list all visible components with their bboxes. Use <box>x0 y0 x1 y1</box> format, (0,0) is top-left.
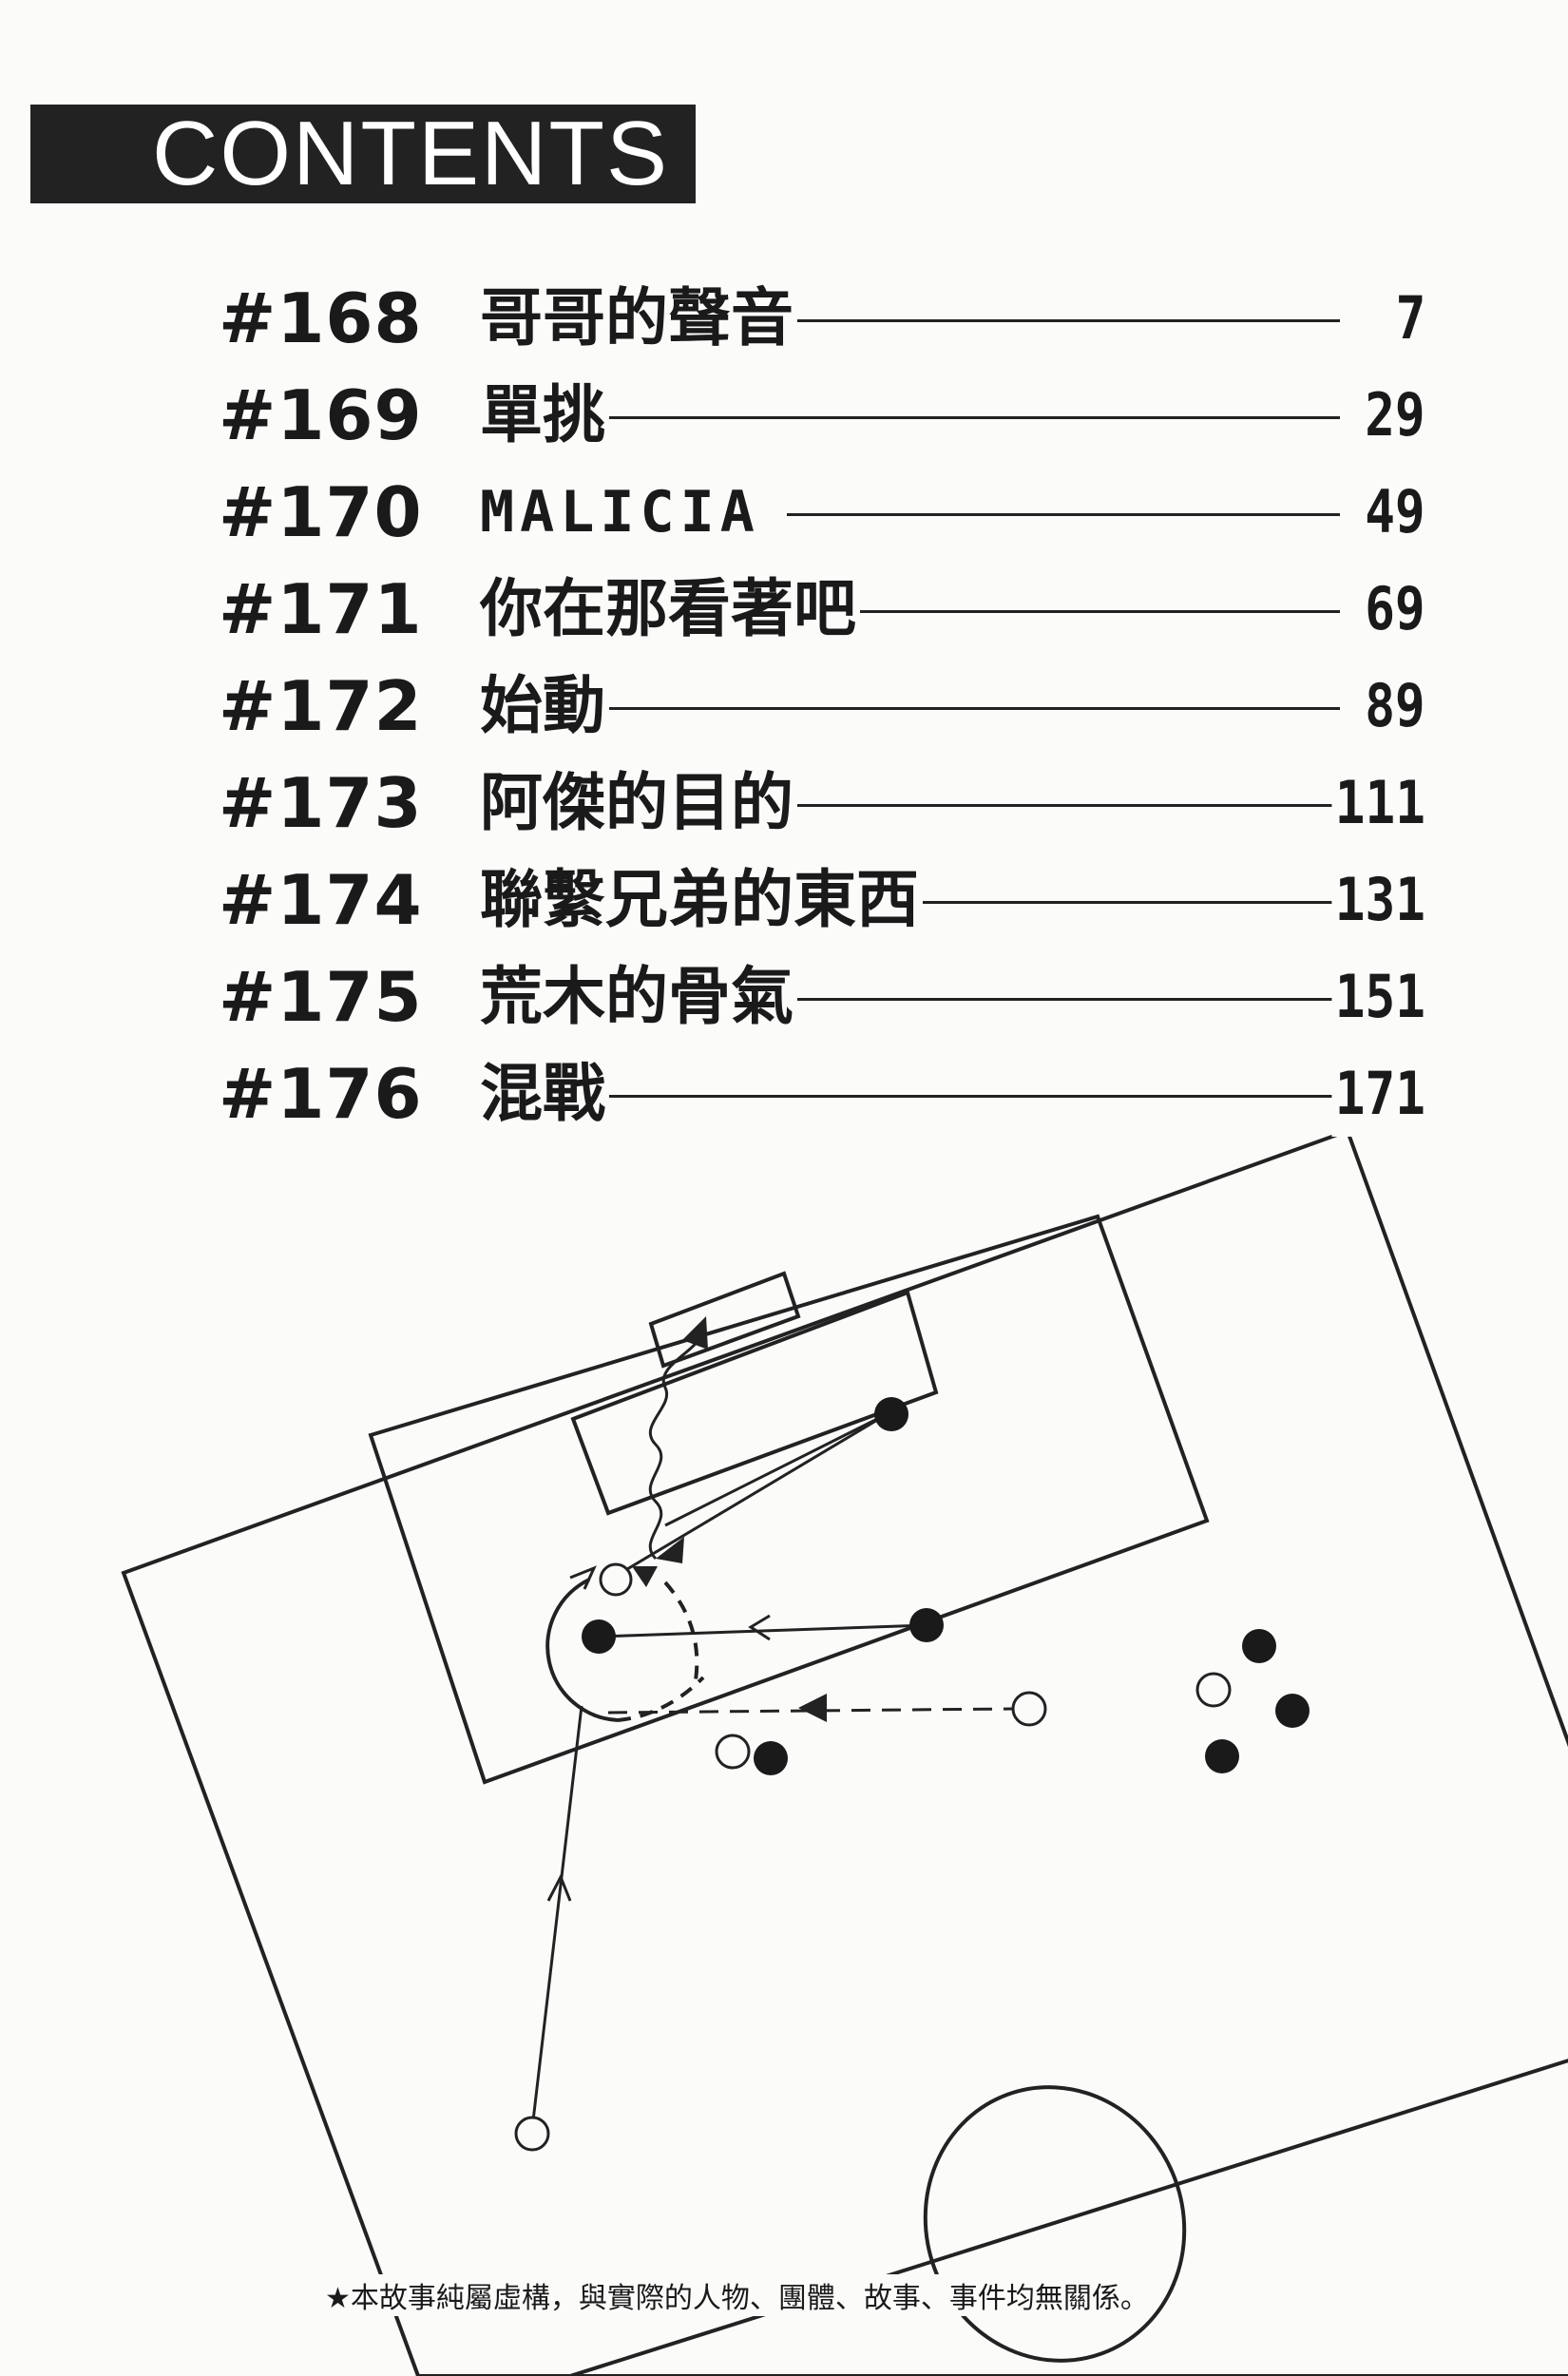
chapter-title: MALICIA <box>480 469 787 555</box>
page-number: 111 <box>1331 760 1425 846</box>
player-light <box>1011 1691 1047 1727</box>
player-dark <box>582 1619 616 1654</box>
leader-line <box>504 610 1340 613</box>
chapter-title: 混戰 <box>480 1051 609 1137</box>
player-dark <box>909 1608 944 1642</box>
chapter-number: #175 <box>219 957 423 1037</box>
player-light <box>1195 1672 1232 1708</box>
chapter-number: #173 <box>219 763 423 843</box>
penalty-area <box>368 1214 1210 1785</box>
chapter-title: 阿傑的目的 <box>480 760 797 846</box>
pass-line <box>664 1411 889 1527</box>
player-light <box>599 1562 633 1597</box>
page-number: 151 <box>1331 954 1425 1040</box>
player-light <box>514 2116 550 2152</box>
penalty-arc <box>545 1578 619 1722</box>
chapter-title: 單挑 <box>480 373 609 458</box>
chapter-number: #174 <box>219 860 423 940</box>
toc-entry: #173 阿傑的目的 111 <box>219 760 1425 846</box>
dashed-run <box>607 1707 1013 1715</box>
goal-area <box>570 1290 939 1516</box>
leader-line <box>504 998 1340 1001</box>
toc-entry: #172 始動 89 <box>219 663 1425 749</box>
contents-heading: CONTENTS <box>143 105 679 203</box>
chapter-title: 始動 <box>480 663 609 749</box>
page-number: 49 <box>1362 469 1425 555</box>
page-number: 171 <box>1331 1051 1425 1137</box>
player-dark <box>1275 1694 1310 1728</box>
leader-line <box>504 513 1340 516</box>
page-number: 89 <box>1362 663 1425 749</box>
toc-entry: #176 混戰 171 <box>219 1051 1425 1137</box>
page-number: 29 <box>1362 373 1425 458</box>
player-dark <box>874 1397 908 1431</box>
leader-line <box>504 416 1340 419</box>
chapter-number: #176 <box>219 1054 423 1134</box>
run-line <box>530 1705 583 2130</box>
pitch-outline <box>121 1128 1568 2376</box>
toc-entry: #171 你在那看著吧 69 <box>219 566 1425 652</box>
toc-entry: #168 哥哥的聲音 7 <box>219 276 1425 361</box>
chapter-number: #172 <box>219 666 423 746</box>
toc-entry: #170 MALICIA 49 <box>219 469 1425 555</box>
arrow-head <box>798 1694 827 1722</box>
chapter-title: 你在那看著吧 <box>480 566 860 652</box>
arrow-head <box>656 1537 684 1563</box>
dribble-path <box>648 1339 700 1561</box>
page-number: 69 <box>1362 566 1425 652</box>
player-dark <box>754 1741 788 1775</box>
arrow-head <box>546 1873 572 1902</box>
arrow-head <box>632 1566 658 1587</box>
toc-entry: #175 荒木的骨氣 151 <box>219 954 1425 1040</box>
leader-line <box>504 804 1340 807</box>
arrow-head <box>748 1614 771 1641</box>
chapter-title: 荒木的骨氣 <box>480 954 797 1040</box>
arrow-head <box>682 1316 708 1350</box>
player-dark <box>1205 1739 1239 1773</box>
page-number: 7 <box>1391 276 1425 361</box>
player-dark <box>1242 1629 1276 1663</box>
chapter-number: #171 <box>219 569 423 649</box>
chapter-number: #169 <box>219 375 423 455</box>
chapter-number: #168 <box>219 278 423 358</box>
chapter-title: 哥哥的聲音 <box>480 276 797 361</box>
halfway-line <box>569 2059 1568 2376</box>
fiction-disclaimer: ★本故事純屬虛構，與實際的人物、團體、故事、事件均無關係。 <box>323 2274 1151 2316</box>
arrow-head <box>569 1565 597 1590</box>
player-light <box>715 1734 751 1770</box>
leader-line <box>504 707 1340 710</box>
goal <box>648 1271 801 1369</box>
pass-line <box>598 1623 927 1638</box>
chapter-title: 聯繫兄弟的東西 <box>480 857 923 943</box>
leader-line <box>504 1095 1340 1098</box>
pass-line <box>612 1411 889 1580</box>
center-circle <box>923 2085 1187 2363</box>
toc-entry: #174 聯繫兄弟的東西 131 <box>219 857 1425 943</box>
toc-entry: #169 單挑 29 <box>219 373 1425 458</box>
page-number: 131 <box>1331 857 1425 943</box>
chapter-number: #170 <box>219 472 423 552</box>
leader-line <box>504 319 1340 322</box>
